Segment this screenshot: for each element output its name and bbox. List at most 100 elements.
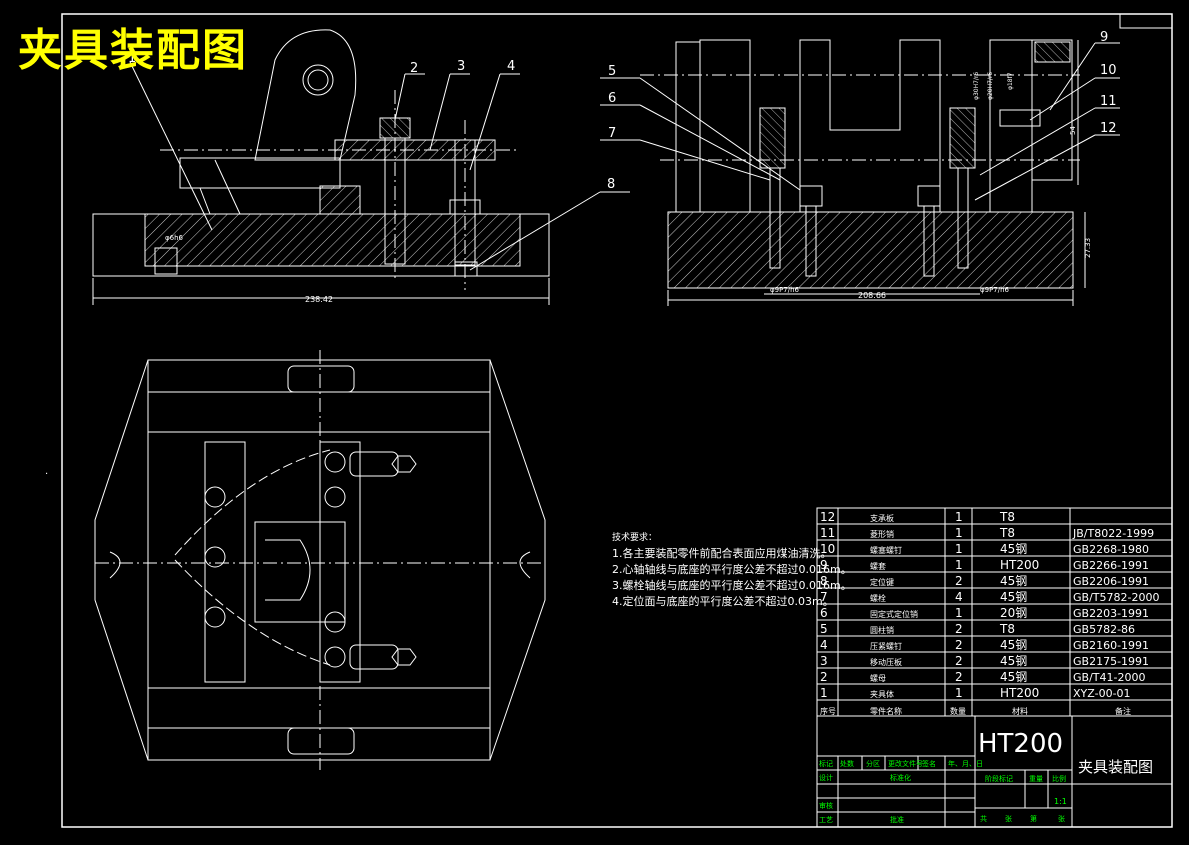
tech-note-2: 2.心轴轴线与底座的平行度公差不超过0.016m。: [612, 563, 852, 576]
role-label: 工艺: [819, 816, 833, 824]
bom-material: 45钢: [1000, 638, 1027, 652]
title-block-scale: 1:1: [1054, 797, 1067, 806]
balloon-4: 4: [507, 59, 515, 74]
bom-name: 夹具体: [870, 689, 894, 699]
bom-name: 固定式定位销: [870, 609, 918, 619]
bom-qty: 2: [955, 574, 963, 588]
bom-header-note: 备注: [1115, 706, 1131, 716]
bom-qty: 1: [955, 510, 963, 524]
bom-material: HT200: [1000, 686, 1039, 700]
corner-box: [1119, 13, 1173, 29]
balloon-7: 7: [608, 126, 616, 141]
sheet-border: [61, 13, 1173, 828]
stage-label: 比例: [1052, 774, 1066, 783]
bom-note: GB2160-1991: [1073, 639, 1149, 652]
bom-note: GB2206-1991: [1073, 575, 1149, 588]
bom-name: 菱形销: [870, 529, 894, 539]
bom-no: 12: [820, 510, 835, 524]
balloon-2: 2: [410, 61, 418, 76]
tech-note-3: 3.螺栓轴线与底座的平行度公差不超过0.016m。: [612, 579, 852, 592]
side-right-dim-4: 54: [1069, 126, 1077, 135]
role-label: 标准化: [890, 773, 911, 782]
bom-qty: 1: [955, 558, 963, 572]
revision-label: 标记: [819, 759, 833, 768]
bom-qty: 1: [955, 686, 963, 700]
bom-qty: 2: [955, 670, 963, 684]
role-label: 设计: [819, 773, 833, 782]
balloon-12: 12: [1100, 121, 1117, 136]
side-height-dim: 27.33: [1084, 238, 1092, 258]
bom-name: 支承板: [870, 513, 894, 523]
bom-name: 圆柱销: [870, 625, 894, 635]
title-block: [816, 715, 1173, 828]
bom-no: 2: [820, 670, 828, 684]
bom-name: 螺栓: [870, 593, 886, 603]
bom-material: T8: [999, 510, 1015, 524]
revision-label: 年、月、日: [948, 759, 983, 768]
bom-no: 4: [820, 638, 828, 652]
bom-note: GB2268-1980: [1073, 543, 1149, 556]
front-width-dim: 238.42: [305, 295, 333, 304]
bom-material: T8: [999, 526, 1015, 540]
balloon-11: 11: [1100, 94, 1117, 109]
balloon-9: 9: [1100, 30, 1108, 45]
bom-material: 45钢: [1000, 590, 1027, 604]
bom-material: 45钢: [1000, 542, 1027, 556]
bom-no: 3: [820, 654, 828, 668]
bom-header-qty: 数量: [950, 706, 966, 716]
bom-no: 8: [820, 574, 828, 588]
balloon-10: 10: [1100, 63, 1117, 78]
balloon-1: 1: [128, 51, 136, 66]
role-label: 审核: [819, 801, 833, 810]
top-view: [94, 350, 546, 770]
revision-label: 更改文件号: [888, 759, 923, 768]
bom-material: 45钢: [1000, 654, 1027, 668]
bom-no: 1: [820, 686, 828, 700]
revision-label: 分区: [866, 759, 880, 768]
front-fit-dim: φ6h6: [165, 234, 184, 242]
bom-note: GB/T5782-2000: [1073, 591, 1159, 604]
bom-material: T8: [999, 622, 1015, 636]
bom-qty: 2: [955, 654, 963, 668]
side-view: [600, 39, 1120, 306]
bom-header-no: 序号: [820, 706, 836, 716]
bom-note: GB5782-86: [1073, 623, 1135, 636]
bom-header-material: 材料: [1012, 706, 1028, 716]
stage-label: 阶段标记: [985, 774, 1013, 783]
bom-name: 压紧螺钉: [870, 641, 902, 651]
side-right-dim-1: φ30H7/r6: [973, 72, 980, 100]
tech-notes: 技术要求： 1.各主要装配零件前配合表面应用煤油清洗。 2.心轴轴线与底座的平行…: [612, 530, 852, 610]
bom-material: 45钢: [1000, 574, 1027, 588]
bom-name: 定位键: [870, 577, 894, 587]
side-right-dim-2: φ20H7/r6: [987, 72, 994, 100]
bom-name: 螺塞螺钉: [870, 545, 902, 555]
side-base: [667, 211, 1074, 289]
stray-mark: .: [45, 466, 48, 477]
tech-note-4: 4.定位面与底座的平行度公差不超过0.03m。: [612, 595, 834, 608]
bom-name: 螺母: [870, 673, 886, 683]
side-width-dim: 208.66: [858, 291, 886, 300]
sheet-label: 张: [1058, 814, 1065, 823]
bom-no: 11: [820, 526, 835, 540]
sheet-label: 张: [1005, 814, 1012, 823]
bom-qty: 1: [955, 526, 963, 540]
balloon-6: 6: [608, 91, 616, 106]
stage-label: 重量: [1029, 775, 1043, 783]
bom-header-name: 零件名称: [870, 706, 902, 716]
balloon-8: 8: [607, 177, 615, 192]
bom-no: 9: [820, 558, 828, 572]
role-label: 批准: [890, 815, 904, 824]
side-fit-right-dim: φ9P7/h6: [980, 286, 1010, 294]
front-base-section: [144, 213, 521, 267]
bom-name: 移动压板: [870, 657, 902, 667]
sheet-label: 第: [1030, 814, 1037, 823]
bom-no: 5: [820, 622, 828, 636]
side-fit-left-dim: φ9P7/h6: [770, 286, 800, 294]
title-block-labels: 标记处数分区更改文件号签名年、月、日设计标准化审核工艺批准阶段标记重量比例共张第…: [819, 759, 1066, 824]
tech-notes-heading: 技术要求：: [612, 533, 658, 543]
bom-note: GB2203-1991: [1073, 607, 1149, 620]
side-right-dim-3: φ18f7: [1007, 72, 1014, 90]
